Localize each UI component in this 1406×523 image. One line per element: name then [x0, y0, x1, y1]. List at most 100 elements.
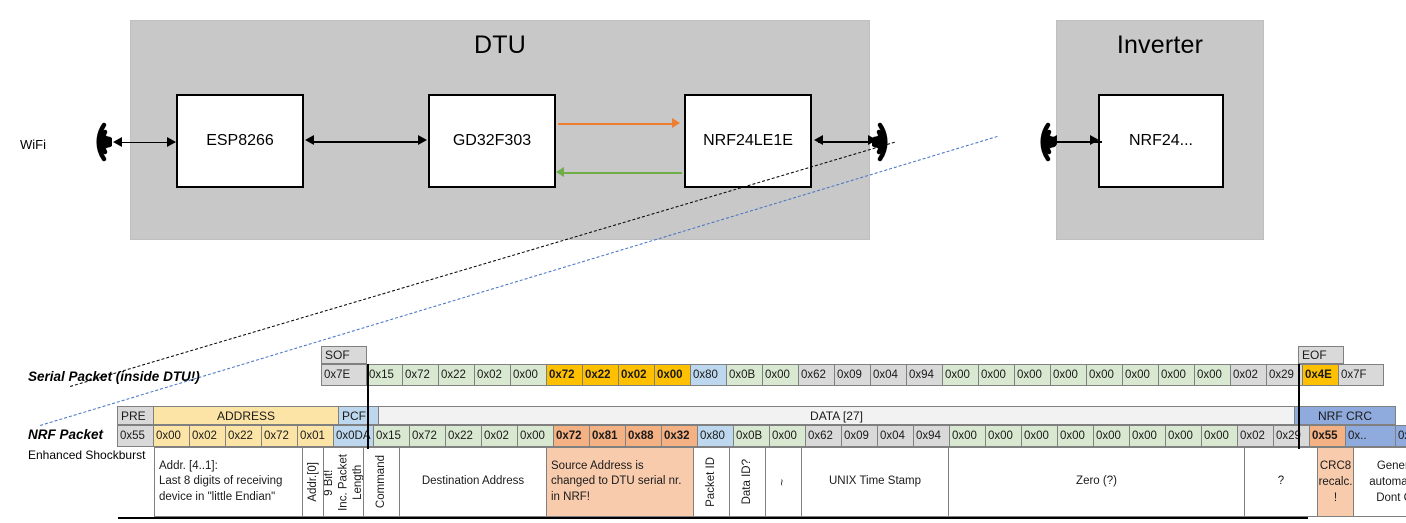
desc-data-id-text: Data ID? [741, 459, 754, 505]
desc-packet-id: Packet ID [693, 447, 730, 517]
serial-eof-header: EOF [1298, 346, 1344, 364]
arrow-wifi-esp [115, 142, 175, 143]
nrf-byte-15: 0x94 [913, 425, 950, 447]
serial-byte-22: 0x00 [1158, 364, 1195, 386]
nrf-byte-3: 0x02 [481, 425, 518, 447]
desc-addr0-text: Addr.[0] [306, 462, 319, 502]
desc-source-text: Source Address is changed to DTU serial … [551, 459, 682, 503]
desc-tilde: ~ [765, 447, 802, 517]
arrowhead-response-green [556, 167, 564, 177]
serial-byte-21: 0x00 [1122, 364, 1159, 386]
nrf-byte-18: 0x00 [1021, 425, 1058, 447]
wifi-label: WiFi [20, 137, 46, 152]
nrf-header-data: DATA [27] [378, 406, 1295, 425]
chip-esp8266: ESP8266 [176, 94, 304, 188]
chip-nrf24: NRF24... [1098, 94, 1224, 188]
desc-zero: Zero (?) [948, 447, 1245, 517]
arrow-esp-gd32 [310, 141, 422, 143]
nrf-byte-12: 0x62 [805, 425, 842, 447]
nrf-crc-byte-0: 0x.. [1345, 425, 1396, 447]
serial-byte-4: 0x00 [510, 364, 547, 386]
arrowhead-esp-gd32-left [305, 135, 314, 145]
nrf-pre-value: 0x55 [117, 425, 154, 447]
chip-esp8266-label: ESP8266 [206, 132, 274, 149]
serial-byte-17: 0x00 [978, 364, 1015, 386]
serial-byte-26: 0x4E [1302, 364, 1339, 386]
serial-sof-header: SOF [321, 346, 367, 364]
nrf-packet-label: NRF Packet [28, 427, 104, 442]
desc-command-text: Command [375, 455, 388, 509]
arrowhead-inverter-left [1048, 135, 1057, 145]
serial-byte-8: 0x00 [654, 364, 691, 386]
arrow-command-orange [558, 123, 676, 125]
desc-data-id: Data ID? [729, 447, 766, 517]
nrf-description-row: Addr. [4..1]: Last 8 digits of receiving… [154, 447, 1406, 517]
desc-destination: Destination Address [399, 447, 547, 517]
arrow-response-green [562, 172, 682, 174]
desc-nrf-crc-text: Generated automatically. Dont Care! [1369, 459, 1406, 505]
nrf-byte-10: 0x0B [733, 425, 770, 447]
nrf-address-byte-4: 0x01 [297, 425, 334, 447]
nrf-header-row: PRE ADDRESS PCF DATA [27] NRF CRC [117, 406, 1396, 425]
nrf-header-address: ADDRESS [153, 406, 339, 425]
serial-byte-10: 0x0B [726, 364, 763, 386]
desc-address: Addr. [4..1]: Last 8 digits of receiving… [154, 447, 303, 517]
serial-byte-24: 0x02 [1230, 364, 1267, 386]
nrf-byte-25: 0x29 [1273, 425, 1310, 447]
nrf-crc-byte-1: 0x.. [1395, 425, 1406, 447]
desc-address-text: Addr. [4..1]: Last 8 digits of receiving… [159, 459, 283, 503]
nrf-byte-6: 0x81 [589, 425, 626, 447]
serial-eof-value: 0x7F [1338, 364, 1384, 386]
serial-header-row: SOF [321, 346, 367, 364]
desc-timestamp: UNIX Time Stamp [801, 447, 949, 517]
serial-packet-label: Serial Packet (inside DTU!) [28, 369, 200, 384]
serial-byte-23: 0x00 [1194, 364, 1231, 386]
rf-antenna-dtu-icon [872, 117, 920, 167]
nrf-byte-5: 0x72 [553, 425, 590, 447]
separator-nrf-bottom [118, 517, 1308, 519]
serial-byte-12: 0x62 [798, 364, 835, 386]
arrow-nrf-antenna [818, 141, 874, 143]
desc-tilde-text: ~ [777, 478, 790, 486]
serial-byte-6: 0x22 [582, 364, 619, 386]
serial-byte-11: 0x00 [762, 364, 799, 386]
nrf-byte-26: 0x55 [1309, 425, 1346, 447]
nrf-byte-19: 0x00 [1057, 425, 1094, 447]
chip-gd32f303-label: GD32F303 [452, 132, 532, 149]
desc-packet-id-text: Packet ID [705, 457, 718, 507]
serial-eof-header-row: EOF [1298, 346, 1344, 364]
nrf-byte-11: 0x00 [769, 425, 806, 447]
nrf-byte-0: 0x15 [373, 425, 410, 447]
nrf-byte-7: 0x88 [625, 425, 662, 447]
nrf-byte-16: 0x00 [949, 425, 986, 447]
serial-byte-5: 0x72 [546, 364, 583, 386]
desc-source: Source Address is changed to DTU serial … [546, 447, 694, 517]
nrf-byte-14: 0x04 [877, 425, 914, 447]
serial-byte-14: 0x04 [870, 364, 907, 386]
serial-byte-13: 0x09 [834, 364, 871, 386]
chip-nrf24-label: NRF24... [1128, 132, 1193, 149]
nrf-byte-17: 0x00 [985, 425, 1022, 447]
desc-command: Command [363, 447, 400, 517]
desc-packet-length-text: 9 Bit! Inc. Packet Length [323, 453, 364, 511]
nrf-byte-24: 0x02 [1237, 425, 1274, 447]
serial-byte-9: 0x80 [690, 364, 727, 386]
dtu-title: DTU [474, 31, 526, 59]
arrowhead-inverter-right [1090, 135, 1099, 145]
wifi-antenna-icon [64, 117, 112, 167]
serial-sof-value: 0x7E [321, 364, 367, 386]
serial-byte-18: 0x00 [1014, 364, 1051, 386]
arrowhead-wifi-right [167, 137, 176, 147]
nrf-byte-9: 0x80 [697, 425, 734, 447]
serial-byte-2: 0x22 [438, 364, 475, 386]
nrf-header-crc: NRF CRC [1294, 406, 1396, 425]
nrf-byte-13: 0x09 [841, 425, 878, 447]
nrf-address-byte-0: 0x00 [153, 425, 190, 447]
nrf-byte-23: 0x00 [1201, 425, 1238, 447]
serial-byte-0: 0x15 [366, 364, 403, 386]
nrf-byte-4: 0x00 [517, 425, 554, 447]
desc-unknown-text: ? [1277, 475, 1285, 488]
nrf-shockburst-label: Enhanced Shockburst [28, 448, 146, 462]
